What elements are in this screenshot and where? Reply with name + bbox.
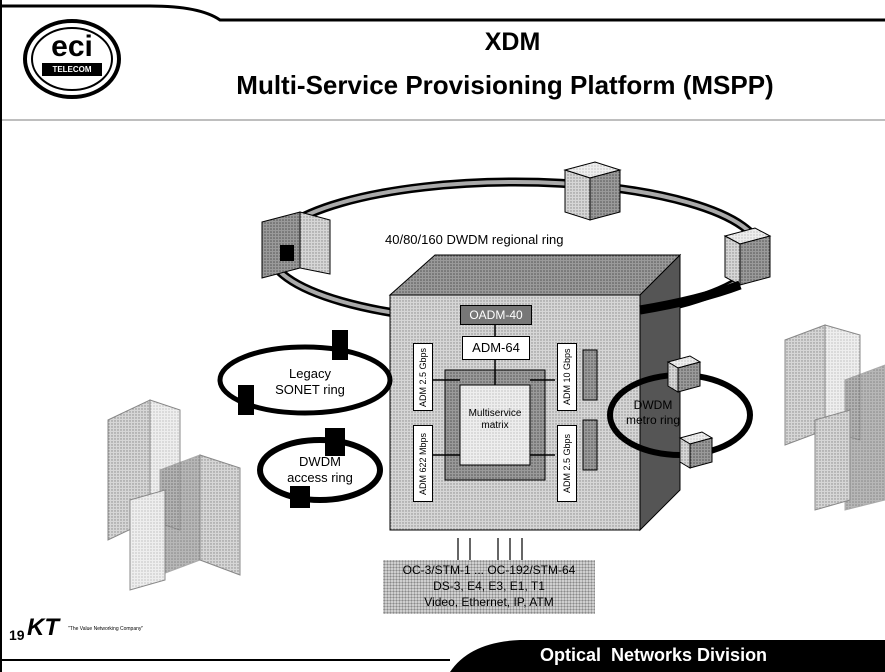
page-number: 19 <box>9 627 25 643</box>
interface-line-2: DS-3, E4, E3, E1, T1 <box>433 579 545 593</box>
interface-line-3: Video, Ethernet, IP, ATM <box>424 595 554 609</box>
kt-logo: KT <box>27 614 59 641</box>
adm-card-left-top: ADM 2.5 Gbps <box>413 343 433 411</box>
metro-node-top <box>666 355 702 393</box>
dwdm-access-ring <box>257 437 383 503</box>
buildings-left-illustration <box>107 399 241 591</box>
xdm-shelf-top <box>388 254 682 296</box>
regional-ring-label: 40/80/160 DWDM regional ring <box>385 232 564 247</box>
adm-card-right-top: ADM 10 Gbps <box>557 343 577 411</box>
access-ring-label: DWDM access ring <box>287 454 353 485</box>
adm-card-left-bottom-label: ADM 622 Mbps <box>418 432 428 495</box>
multiservice-matrix-label: Multiservice matrix <box>468 408 522 431</box>
regional-node-top <box>563 161 622 221</box>
logo-text: eci <box>51 30 93 63</box>
page-subtitle: Multi-Service Provisioning Platform (MSP… <box>236 70 774 100</box>
adm-card-left-top-label: ADM 2.5 Gbps <box>418 347 428 407</box>
regional-node-right <box>723 227 772 286</box>
metro-node-bottom <box>678 431 714 469</box>
interface-line-1: OC-3/STM-1 ... OC-192/STM-64 <box>402 563 576 577</box>
division-label: Optical Networks Division <box>540 645 768 665</box>
adm64-box: ADM-64 <box>462 336 530 360</box>
oadm-box: OADM-40 <box>460 305 532 325</box>
legacy-ring-label: Legacy SONET ring <box>275 366 345 397</box>
logo-subtext: TELECOM <box>52 65 92 74</box>
interfaces-box: OC-3/STM-1 ... OC-192/STM-64 DS-3, E4, E… <box>383 560 595 614</box>
adm-card-right-bottom-label: ADM 2.5 Gbps <box>562 433 572 494</box>
page-title: XDM <box>484 28 541 56</box>
metro-ring-label: DWDM metro ring <box>625 398 681 427</box>
regional-node-left <box>261 211 331 279</box>
legacy-sonet-ring <box>217 344 393 416</box>
buildings-right-illustration <box>784 324 885 511</box>
interface-lines <box>457 538 523 560</box>
adm64-label: ADM-64 <box>472 340 520 355</box>
kt-tagline: "The Value Networking Company" <box>68 626 144 632</box>
adm-card-left-bottom: ADM 622 Mbps <box>413 425 433 502</box>
adm-card-right-top-label: ADM 10 Gbps <box>562 348 572 406</box>
oadm-label: OADM-40 <box>469 308 523 322</box>
adm-card-right-bottom: ADM 2.5 Gbps <box>557 425 577 502</box>
eci-logo: eci TELECOM <box>22 18 122 100</box>
xdm-shelf-side <box>639 253 681 532</box>
